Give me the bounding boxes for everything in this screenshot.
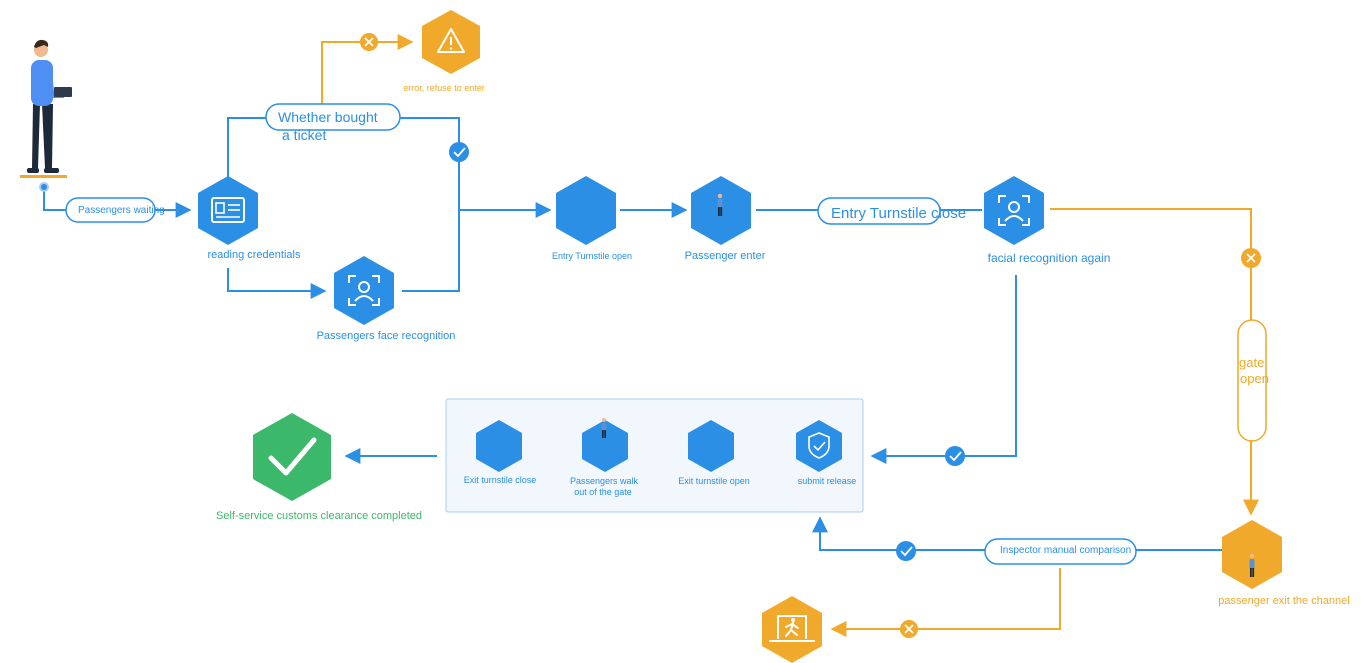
face-scan-icon <box>348 275 380 306</box>
passengers-waiting-pill: Passengers waiting <box>65 197 165 223</box>
passenger-exit-channel-node: passenger exit the channel <box>1218 520 1350 607</box>
connector-reading-to-ticket <box>227 117 266 178</box>
entry-turnstile-close-label: Entry Turnstile close <box>831 205 966 222</box>
gate-open-line2: open <box>1240 371 1269 386</box>
clearance-completed-label: Self-service customs clearance completed <box>216 510 422 522</box>
entry-turnstile-close-pill: Entry Turnstile close <box>817 197 966 225</box>
passengers-waiting-label: Passengers waiting <box>78 205 165 216</box>
passengers-walk-node: Passengers walk out of the gate <box>570 418 639 497</box>
submit-release-label: submit release <box>798 476 857 486</box>
connector-ticket-to-check <box>400 117 460 210</box>
exit-turnstile-close-node: Exit turnstile close <box>464 420 537 485</box>
passenger-enter-node: Passenger enter <box>685 176 766 262</box>
warning-triangle-icon <box>437 28 465 53</box>
gate-open-line1: gate <box>1239 355 1264 370</box>
exit-turnstile-close-label: Exit turnstile close <box>464 475 537 485</box>
face-recognition-node: Passengers face recognition <box>317 256 456 342</box>
check-badge-ticket <box>449 142 469 162</box>
connector-ticket-to-error <box>321 34 414 104</box>
passengers-walk-line2: out of the gate <box>574 487 632 497</box>
ticket-check-line1: Whether bought <box>278 109 378 125</box>
cross-icon <box>904 624 914 634</box>
release-panel <box>445 398 864 513</box>
connector-inspector-to-panel <box>812 516 985 551</box>
gate-open-pill: gate open <box>1237 319 1269 442</box>
facial-recognition-again-node: facial recognition again <box>984 176 1110 265</box>
reading-credentials-label: reading credentials <box>208 249 301 261</box>
inspector-manual-pill: Inspector manual comparison <box>984 538 1137 565</box>
passenger-enter-label: Passenger enter <box>685 250 766 262</box>
passenger-exit-channel-label: passenger exit the channel <box>1218 595 1349 607</box>
passenger-figure <box>20 39 72 192</box>
cross-badge-inspector <box>900 620 918 638</box>
exit-turnstile-open-label: Exit turnstile open <box>678 476 750 486</box>
checkmark-icon <box>268 437 317 476</box>
cross-icon <box>1246 253 1256 263</box>
clearance-completed-node: Self-service customs clearance completed <box>216 413 422 522</box>
face-scan-icon <box>998 195 1030 226</box>
face-recognition-label: Passengers face recognition <box>317 330 456 342</box>
exit-turnstile-open-node: Exit turnstile open <box>678 420 750 486</box>
id-card-icon <box>211 197 245 223</box>
person-icon <box>1249 553 1255 577</box>
reading-credentials-node: reading credentials <box>198 176 301 261</box>
connector-facial-to-release <box>870 275 1017 464</box>
refuse-exit-node <box>762 596 822 663</box>
facial-recognition-again-label: facial recognition again <box>988 251 1111 265</box>
checkmark-icon <box>900 546 913 557</box>
connector-inspector-to-refuse <box>830 568 1061 637</box>
check-badge-facial <box>945 446 965 466</box>
ticket-check-pill: Whether bought a ticket <box>265 103 401 143</box>
person-icon <box>717 193 723 216</box>
check-badge-inspector <box>896 541 916 561</box>
shield-check-icon <box>808 432 830 459</box>
checkmark-icon <box>949 451 962 462</box>
entry-turnstile-open-label: Entry Turnstile open <box>552 251 632 261</box>
entry-turnstile-open-node: Entry Turnstile open <box>552 176 632 261</box>
cross-badge-facial <box>1241 248 1261 268</box>
cross-badge-error <box>360 33 378 51</box>
error-node: error, refuse to enter <box>403 10 485 93</box>
person-icon <box>601 418 607 438</box>
connector-reading-to-face <box>227 268 327 299</box>
checkmark-icon <box>453 147 466 158</box>
ticket-check-line2: a ticket <box>282 127 326 143</box>
passengers-walk-line1: Passengers walk <box>570 476 639 486</box>
submit-release-node: submit release <box>796 420 856 486</box>
error-refuse-label: error, refuse to enter <box>403 83 485 93</box>
walking-exit-icon <box>769 615 815 642</box>
cross-icon <box>364 37 374 47</box>
inspector-manual-label: Inspector manual comparison <box>1000 545 1131 556</box>
connector-face-to-merge <box>402 210 460 292</box>
